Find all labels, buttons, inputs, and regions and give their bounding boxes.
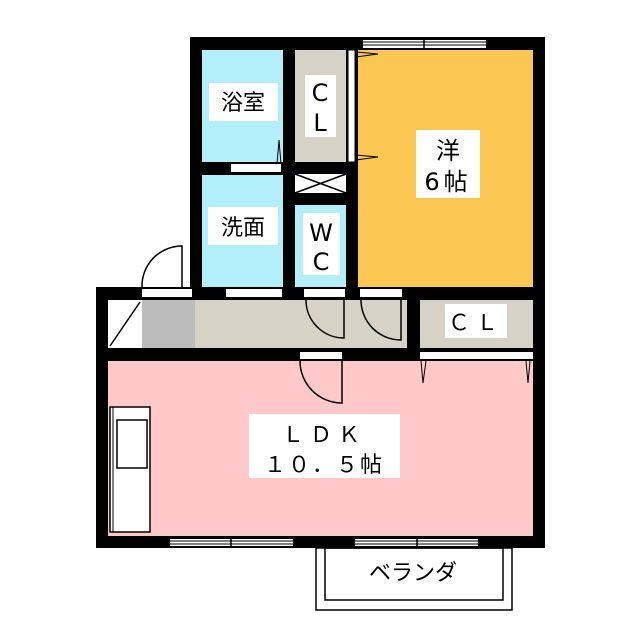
- bath-door-icon: [276, 139, 282, 165]
- washroom-label: 洗面: [221, 216, 265, 241]
- closet-top-label-c: C: [312, 79, 329, 107]
- closet-right-door-icon: [420, 360, 531, 384]
- washroom-door-opening: [226, 289, 282, 297]
- wc-door-icon[interactable]: [305, 299, 345, 339]
- entry-door-opening: [142, 289, 192, 297]
- window-western: [363, 38, 486, 50]
- shoe-box-diagonal: [109, 301, 141, 347]
- window-ldk-left: [170, 537, 293, 548]
- kitchen-sink: [116, 419, 148, 469]
- balcony: [315, 547, 513, 611]
- wc-door-opening: [304, 289, 345, 297]
- closet-right-door-opening: [420, 352, 533, 359]
- entry-floor: [142, 300, 195, 348]
- bath-door-opening: [231, 164, 281, 172]
- closet-top-rail: [347, 49, 356, 163]
- entry-door-icon[interactable]: [141, 245, 183, 288]
- ldk-size: １０．５帖: [264, 453, 384, 478]
- western-door-opening: [360, 289, 402, 297]
- closet-top-door-icon: [355, 51, 379, 161]
- toilet-label-w: W: [309, 219, 333, 247]
- western-room-size: 6帖: [424, 168, 471, 196]
- closet-top-label-l: L: [313, 109, 327, 137]
- western-door-icon[interactable]: [360, 299, 402, 341]
- western-room-label: 洋: [436, 137, 460, 165]
- closet-right-label: ＣＬ: [448, 311, 504, 336]
- ldk-door-opening: [300, 352, 342, 359]
- bathroom-label: 浴室: [221, 91, 265, 116]
- ldk-label: ＬＤＫ: [282, 423, 366, 448]
- balcony-label: ベランダ: [369, 561, 457, 586]
- window-ldk-right: [355, 537, 478, 548]
- ldk-door-icon[interactable]: [299, 360, 343, 404]
- vent-cross-icon: [294, 173, 347, 194]
- toilet-label-c: C: [313, 248, 330, 276]
